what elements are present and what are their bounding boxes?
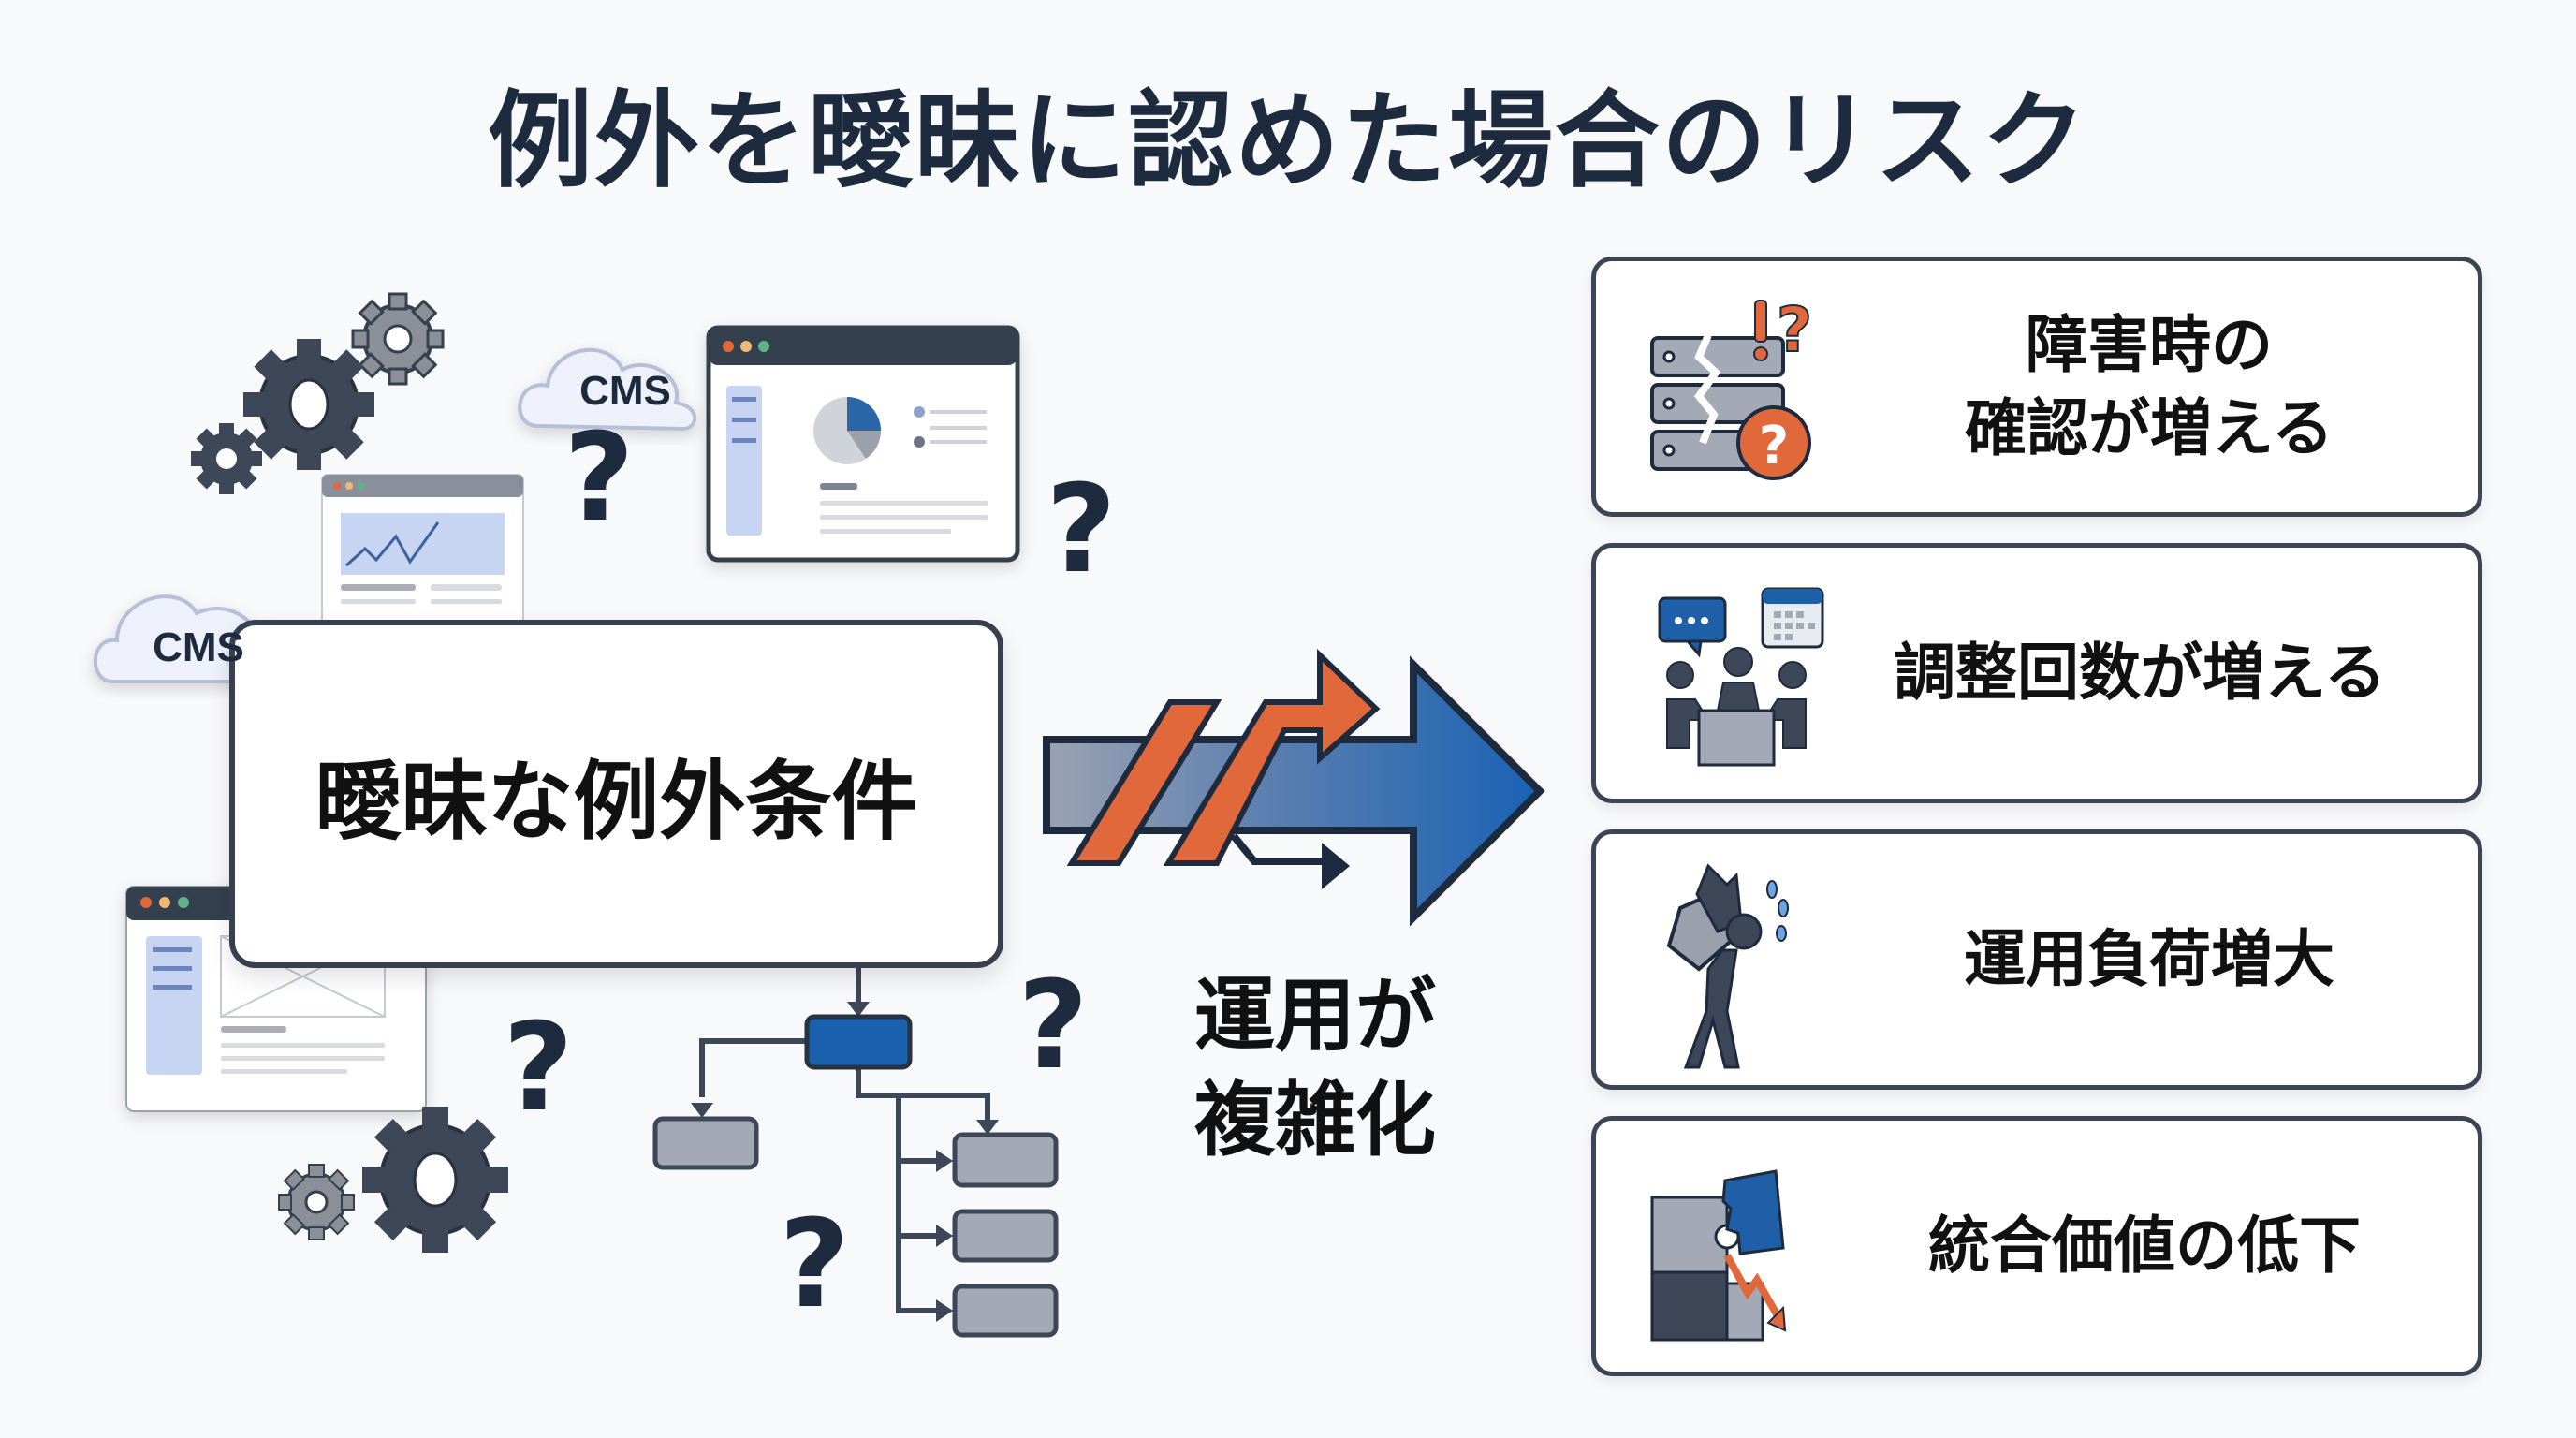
cms-label: CMS: [579, 368, 671, 414]
question-mark: ?: [779, 1193, 849, 1335]
risk-card-coordination: 調整回数が増える: [1591, 543, 2482, 803]
gear-icon: [362, 1107, 508, 1253]
flowchart-node: [952, 1209, 1059, 1263]
flowchart-node: [652, 1116, 759, 1170]
question-mark: ?: [1046, 458, 1116, 600]
risk-label: 統合価値の低下: [1830, 1121, 2459, 1372]
risk-label-line1: 障害時の: [2026, 308, 2273, 381]
browser-window-dashboard: [706, 325, 1020, 563]
main-box-label: 曖昧な例外条件: [315, 751, 918, 852]
browser-window-wireframe: [125, 886, 427, 1112]
complexity-label-line1: 運用が: [1194, 969, 1436, 1063]
svg-text:?: ?: [1777, 294, 1812, 366]
risk-label-line1: 統合価値の低下: [1928, 1210, 2361, 1283]
gear-icon: [351, 292, 445, 386]
risk-label: 障害時の確認が増える: [1839, 261, 2459, 512]
complexity-arrow-icon: [1043, 649, 1545, 927]
svg-text:?: ?: [1759, 416, 1789, 477]
flowchart-node-active: [804, 1014, 913, 1070]
risk-card-integration-value: 統合価値の低下: [1591, 1116, 2482, 1376]
risk-card-workload: 運用負荷増大: [1591, 829, 2482, 1090]
page-title: 例外を曖昧に認めた場合のリスク: [488, 81, 2088, 202]
broken-server-question-icon: ? ?: [1650, 293, 1813, 480]
browser-window-chart: [321, 474, 524, 630]
question-mark: ?: [1017, 954, 1088, 1096]
gear-icon: [191, 423, 262, 494]
risk-label: 調整回数が増える: [1821, 548, 2459, 799]
risk-label-line1: 運用負荷増大: [1964, 923, 2334, 996]
cms-cloud-icon: CMS: [518, 347, 697, 432]
complexity-label: 運用が 複雑化: [1161, 964, 1470, 1174]
flowchart-arrowheads: [691, 1002, 999, 1322]
broken-puzzle-decline-icon: [1650, 1169, 1787, 1342]
risk-label-line1: 調整回数が増える: [1893, 637, 2387, 710]
question-mark: ?: [564, 406, 634, 549]
complexity-label-line2: 複雑化: [1194, 1073, 1436, 1167]
risk-label-line2: 確認が増える: [1964, 392, 2334, 464]
gear-icon: [278, 1164, 355, 1240]
risk-card-failure-check: ? ? 障害時の確認が増える: [1591, 257, 2482, 517]
question-mark: ?: [503, 996, 573, 1138]
flowchart-node: [952, 1132, 1059, 1188]
meeting-calendar-icon: [1658, 587, 1824, 767]
ambiguous-exception-box: 曖昧な例外条件: [229, 620, 1003, 968]
heavy-load-person-icon: [1666, 863, 1789, 1069]
risk-label: 運用負荷増大: [1839, 834, 2459, 1085]
flowchart-node: [952, 1284, 1059, 1338]
gear-icon: [243, 339, 374, 470]
